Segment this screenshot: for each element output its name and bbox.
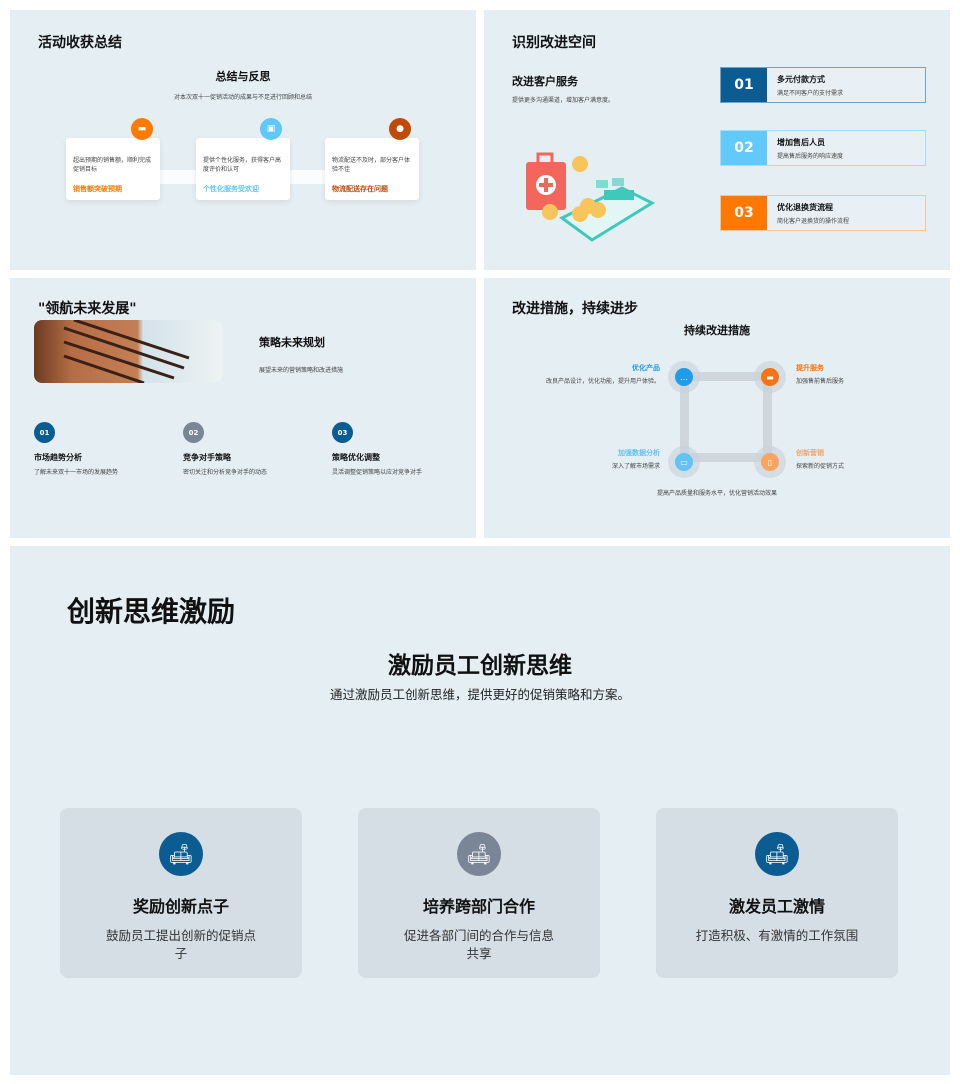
step-title: 多元付款方式	[777, 75, 825, 84]
slide-continuous-improvement: 改进措施，持续进步 持续改进措施 … ▬ ▭ ▯ 优化产品改良产品设计，优化功能…	[484, 278, 950, 538]
card-desc: 促进各部门间的合作与信息共享	[404, 928, 555, 961]
item-number: 01	[34, 422, 55, 443]
summary-card: 物流配送不及时，部分客户体验不佳物流配送存在问题	[325, 138, 419, 200]
sofa-icon: 🛋	[457, 832, 501, 876]
subtitle: 总结与反思	[215, 70, 271, 83]
item-title: 竞争对手策略	[183, 453, 231, 462]
slide-title: 识别改进空间	[512, 35, 596, 51]
step-item: 02 增加售后人员提高售后服务的响应速度	[720, 130, 926, 166]
sofa-icon: 🛋	[755, 832, 799, 876]
card-title: 激发员工激情	[728, 897, 825, 916]
slide-title: 改进措施，持续进步	[512, 301, 638, 317]
slide-improvement-space: 识别改进空间 改进客户服务 提供更多沟通渠道，增加客户满意度。 01 多元付款方式…	[484, 10, 950, 270]
card-result: 个性化服务受欢迎	[203, 185, 259, 193]
node-label: 创新营销探索新的促销方式	[796, 448, 844, 470]
node-optimize-product: …	[668, 361, 700, 393]
card-desc: 打造积极、有激情的工作氛围	[695, 928, 859, 943]
medical-kit-calculator-illustration	[526, 152, 656, 242]
node-desc: 探索新的促销方式	[796, 463, 845, 470]
heading: 改进客户服务	[512, 75, 578, 88]
incentive-card: 🛋 奖励创新点子鼓励员工提出创新的促销点子	[60, 808, 302, 978]
node-desc: 改良产品设计，优化功能，提升用户体验。	[545, 378, 660, 385]
slide-title: "领航未来发展"	[38, 301, 137, 317]
node-label: 加强数据分析深入了解市场需求	[612, 448, 660, 470]
summary-card: 提供个性化服务，获得客户高度评价和认可个性化服务受欢迎	[196, 138, 290, 200]
sofa-icon: 🛋	[159, 832, 203, 876]
step-desc: 满足不同客户的支付需求	[777, 90, 844, 97]
node-title: 提升服务	[796, 364, 824, 372]
node-title: 创新营销	[796, 449, 824, 457]
description: 通过激励员工创新思维，提供更好的促销策略和方案。	[329, 687, 630, 702]
slide-title: 创新思维激励	[67, 595, 236, 628]
step-title: 增加售后人员	[777, 138, 825, 147]
sofa-icon: ▭	[675, 453, 693, 471]
card-text: 超出预期的销售额，顺利完成促销目标	[73, 157, 152, 173]
card-result: 物流配送存在问题	[332, 185, 388, 193]
node-desc: 深入了解市场需求	[611, 463, 660, 470]
footer-text: 提高产品质量和服务水平，优化营销活动效果	[656, 490, 777, 497]
plan-item: 01 市场趋势分析了解未来双十一市场的发展趋势	[34, 422, 118, 476]
item-desc: 了解未来双十一市场的发展趋势	[34, 469, 119, 476]
card-title: 培养跨部门合作	[422, 897, 535, 916]
building-image	[34, 320, 222, 383]
document-icon: ▯	[761, 453, 779, 471]
incentive-card: 🛋 激发员工激情打造积极、有激情的工作氛围	[656, 808, 898, 978]
card-title: 奖励创新点子	[132, 897, 229, 916]
step-title: 优化退换货流程	[777, 203, 833, 212]
slide-future-development: "领航未来发展" 策略未来规划 展望未来的营销策略和改进措施	[10, 278, 476, 538]
node-label: 优化产品改良产品设计，优化功能，提升用户体验。	[546, 363, 660, 385]
description: 提供更多沟通渠道，增加客户满意度。	[512, 97, 615, 104]
item-number: 03	[332, 422, 353, 443]
item-number: 02	[183, 422, 204, 443]
card-desc: 鼓励员工提出创新的促销点子	[106, 928, 257, 961]
step-number: 03	[721, 196, 767, 230]
briefcase-icon: ▬	[131, 118, 153, 140]
step-item: 01 多元付款方式满足不同客户的支付需求	[720, 67, 926, 103]
node-title: 优化产品	[632, 364, 660, 372]
webcam-icon: ●	[389, 118, 411, 140]
chat-icon: …	[675, 368, 693, 386]
plan-item: 02 竞争对手策略密切关注和分析竞争对手的动态	[183, 422, 267, 476]
description: 对本次双十一促销活动的成果与不足进行回顾和总结	[173, 94, 312, 101]
step-desc: 提高售后服务的响应速度	[777, 153, 844, 160]
item-desc: 密切关注和分析竞争对手的动态	[183, 469, 268, 476]
slide-title: 活动收获总结	[38, 35, 122, 51]
printer-icon: ▣	[260, 118, 282, 140]
description: 展望未来的营销策略和改进措施	[259, 367, 344, 374]
item-title: 策略优化调整	[332, 453, 380, 462]
card-result: 销售额突破预期	[73, 185, 122, 193]
node-improve-service: ▬	[754, 361, 786, 393]
node-data-analysis: ▭	[668, 446, 700, 478]
briefcase-icon: ▬	[761, 368, 779, 386]
summary-card: 超出预期的销售额，顺利完成促销目标销售额突破预期	[66, 138, 160, 200]
incentive-card: 🛋 培养跨部门合作促进各部门间的合作与信息共享	[358, 808, 600, 978]
card-text: 物流配送不及时，部分客户体验不佳	[332, 157, 411, 173]
item-desc: 灵活调整促销策略以应对竞争对手	[332, 469, 423, 476]
step-number: 01	[721, 68, 767, 102]
step-item: 03 优化退换货流程简化客户退换货的操作流程	[720, 195, 926, 231]
heading: 策略未来规划	[259, 336, 325, 349]
node-innovative-marketing: ▯	[754, 446, 786, 478]
cycle-frame	[680, 372, 772, 462]
slide-activity-summary: 活动收获总结 总结与反思 对本次双十一促销活动的成果与不足进行回顾和总结 超出预…	[10, 10, 476, 270]
subtitle: 激励员工创新思维	[388, 653, 572, 679]
subtitle: 持续改进措施	[684, 324, 750, 337]
step-desc: 简化客户退换货的操作流程	[777, 218, 850, 225]
node-desc: 加强售前售后服务	[796, 378, 845, 385]
item-title: 市场趋势分析	[34, 453, 82, 462]
plan-item: 03 策略优化调整灵活调整促销策略以应对竞争对手	[332, 422, 422, 476]
step-number: 02	[721, 131, 767, 165]
node-label: 提升服务加强售前售后服务	[796, 363, 844, 385]
node-title: 加强数据分析	[618, 449, 660, 457]
card-text: 提供个性化服务，获得客户高度评价和认可	[203, 157, 282, 173]
